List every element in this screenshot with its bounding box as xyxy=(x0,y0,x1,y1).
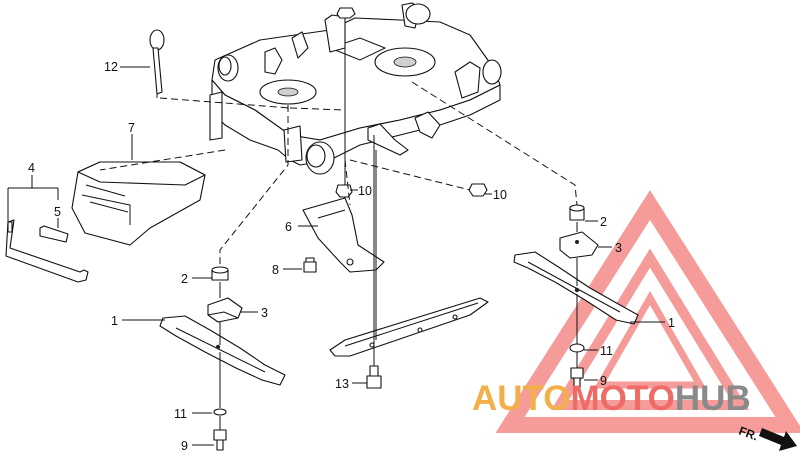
rubber-strip-5 xyxy=(39,225,69,243)
label-4: 4 xyxy=(28,161,35,175)
left-washer-11 xyxy=(213,408,227,416)
right-spindle-nut-2 xyxy=(569,204,585,221)
right-nut-10 xyxy=(468,183,488,197)
left-bolt-9 xyxy=(213,429,227,451)
leader-lines xyxy=(7,18,665,446)
mower-deck-housing xyxy=(209,2,502,175)
label-5: 5 xyxy=(54,205,61,219)
label-3-right: 3 xyxy=(615,241,622,255)
label-11-left: 11 xyxy=(174,407,187,421)
left-blade-adapter-3 xyxy=(207,297,243,323)
left-blade-1 xyxy=(159,315,286,386)
left-spindle-nut-2 xyxy=(211,266,229,281)
label-10-top: 10 xyxy=(358,184,372,198)
part-number-labels: 12 7 4 5 6 8 2 3 1 11 9 13 10 10 2 3 1 1… xyxy=(28,60,675,453)
watermark-logo-triangle xyxy=(495,190,800,433)
label-8: 8 xyxy=(272,263,279,277)
blade-bracket-6 xyxy=(302,197,385,273)
svg-text:AUTOMOTOHUB: AUTOMOTOHUB xyxy=(472,379,751,418)
label-2-right: 2 xyxy=(600,215,607,229)
label-6: 6 xyxy=(285,220,292,234)
watermark-moto: MOTO xyxy=(571,379,675,418)
front-arrow-icon xyxy=(759,428,797,451)
deck-rod-12 xyxy=(149,29,165,98)
label-10-right: 10 xyxy=(493,188,507,202)
front-label: FR. xyxy=(737,424,760,444)
label-3-left: 3 xyxy=(261,306,268,320)
right-bolt-9 xyxy=(570,367,584,391)
label-9-left: 9 xyxy=(181,439,188,453)
front-direction-marker: FR. xyxy=(737,424,797,451)
watermark-auto: AUTO xyxy=(472,379,571,418)
watermark-logo-text: AUTOMOTOHUB xyxy=(472,379,751,418)
bolt-8 xyxy=(303,257,317,273)
label-1-left: 1 xyxy=(111,314,118,328)
guard-bracket-4 xyxy=(5,219,89,283)
label-9-right: 9 xyxy=(600,374,607,388)
label-12: 12 xyxy=(104,60,118,74)
right-blade-adapter-3 xyxy=(559,231,599,259)
label-11-right: 11 xyxy=(600,344,613,358)
label-7: 7 xyxy=(128,121,135,135)
bolt-13 xyxy=(366,365,382,389)
right-washer-11 xyxy=(569,343,585,353)
label-13: 13 xyxy=(335,377,349,391)
watermark-hub: HUB xyxy=(675,379,751,418)
blade-cover-7 xyxy=(71,161,206,246)
label-1-right: 1 xyxy=(668,316,675,330)
right-blade-1 xyxy=(513,251,639,325)
deflector-bar xyxy=(329,297,489,357)
label-2-left: 2 xyxy=(181,272,188,286)
